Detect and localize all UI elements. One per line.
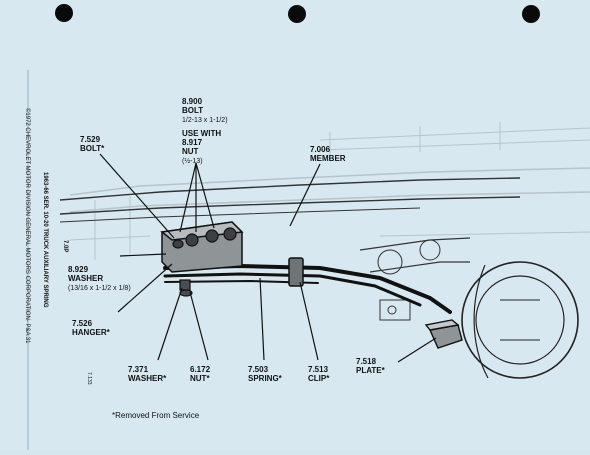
plate-name: PLATE* (356, 366, 386, 375)
clip-name: CLIP* (308, 374, 330, 383)
washer-name: WASHER* (128, 374, 167, 383)
member-name: MEMBER (310, 154, 346, 163)
washer-left-size: (13/16 x 1-1/2 x 1/8) (68, 285, 131, 292)
bolt-top-name: BOLT (182, 106, 203, 115)
ghost-frame (69, 122, 590, 260)
bolt-left-number: 7.529 (80, 135, 101, 144)
leader-lines (99, 153, 437, 363)
punch-hole-right (522, 5, 540, 23)
use-with-name: NUT (182, 147, 199, 156)
nut-name: NUT* (190, 374, 210, 383)
bolt-top-size: 1/2-13 x 1-1/2) (182, 117, 228, 124)
auxiliary-spring (163, 263, 452, 314)
side-page: 7.0P (62, 240, 68, 252)
use-with-number: 8.917 (182, 138, 203, 147)
axle-hardware (359, 237, 471, 321)
clip-number: 7.513 (308, 365, 329, 374)
washer-left-name: WASHER (68, 274, 103, 283)
member-number: 7.006 (310, 145, 331, 154)
side-title: 1963-66 SER. 10-20 TRUCK AUXILIARY SPRIN… (42, 172, 48, 308)
hanger-number: 7.526 (72, 319, 93, 328)
punch-hole-center (288, 5, 306, 23)
side-code: 7.133 (86, 372, 92, 385)
frame-member (59, 177, 521, 223)
bolt-heads (172, 227, 237, 249)
washer-number: 7.371 (128, 365, 149, 374)
spring-plate (424, 319, 463, 349)
punch-hole-left (55, 4, 73, 22)
spring-clip (288, 257, 304, 287)
side-copyright: ©1972 CHEVROLET MOTOR DIVISION GENERAL M… (24, 108, 31, 344)
nut-number: 6.172 (190, 365, 211, 374)
washer-left-number: 8.929 (68, 265, 89, 274)
hanger-block (160, 221, 244, 273)
brake-drum (461, 261, 579, 379)
bolt-top-number: 8.900 (182, 97, 203, 106)
hanger-name: HANGER* (72, 328, 111, 337)
use-with-size: (½-13) (182, 157, 203, 165)
plate-number: 7.518 (356, 357, 377, 366)
footnote: *Removed From Service (112, 411, 200, 420)
use-with-text: USE WITH (182, 129, 221, 138)
spring-name: SPRING* (248, 374, 283, 383)
bolt-left-name: BOLT* (80, 144, 105, 153)
spring-number: 7.503 (248, 365, 269, 374)
